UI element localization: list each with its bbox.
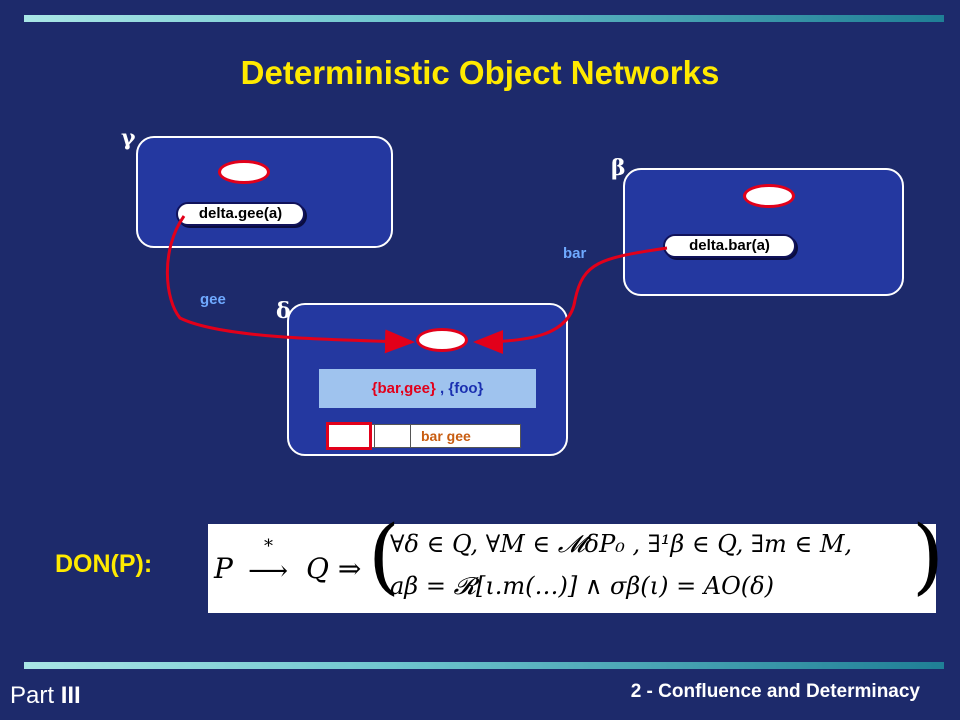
delta-set-first: {bar,gee} [371, 380, 436, 397]
queue-head-marker [326, 422, 372, 450]
object-gamma [136, 136, 393, 248]
footer-part: Part III [10, 682, 81, 709]
formula-star: * [264, 536, 273, 557]
formula-arrow: ⟶ [248, 554, 289, 587]
queue-cell [329, 425, 375, 447]
arrow-bar [473, 246, 668, 354]
formula-lhs: P [214, 552, 233, 585]
top-rule [24, 15, 944, 22]
gamma-call-pill: delta.gee(a) [176, 202, 305, 226]
beta-label: β [611, 155, 626, 181]
gamma-object-oval [218, 160, 270, 184]
queue-cell [375, 425, 411, 447]
queue-cell: bar gee [421, 428, 471, 444]
bottom-rule [24, 662, 944, 669]
slide-title: Deterministic Object Networks [240, 54, 720, 91]
footer-section: 2 - Confluence and Determinacy [630, 681, 920, 702]
don-formula: P * ⟶ Q ⇒ ( ∀δ ∈ Q, ∀M ∈ 𝓜δP₀ , ∃¹β ∈ Q,… [208, 516, 944, 613]
message-queue: bar gee [328, 424, 521, 448]
gamma-label: γ [121, 125, 136, 151]
delta-set-separator: , [435, 380, 449, 397]
formula-line1: ∀δ ∈ Q, ∀M ∈ 𝓜δP₀ , ∃¹β ∈ Q, ∃m ∈ M, [390, 530, 853, 558]
formula-line2: aβ = 𝓡[ι.m(…)] ∧ σβ(ι) = AO(δ) [390, 572, 774, 600]
arrow-gee [165, 215, 415, 354]
beta-call-pill: delta.bar(a) [663, 234, 796, 258]
edge-label-bar: bar [563, 245, 587, 262]
delta-set-second: {foo} [448, 380, 484, 397]
formula-q-implies: Q ⇒ [306, 552, 362, 585]
formula-left-paren: ( [368, 509, 400, 604]
edge-label-gee: gee [200, 291, 226, 308]
formula-right-paren: ) [912, 509, 944, 604]
don-label: DON(P): [55, 550, 153, 578]
beta-object-oval [743, 184, 795, 208]
delta-object-oval [416, 328, 468, 352]
delta-sets-box: {bar,gee} , {foo} [319, 369, 536, 408]
